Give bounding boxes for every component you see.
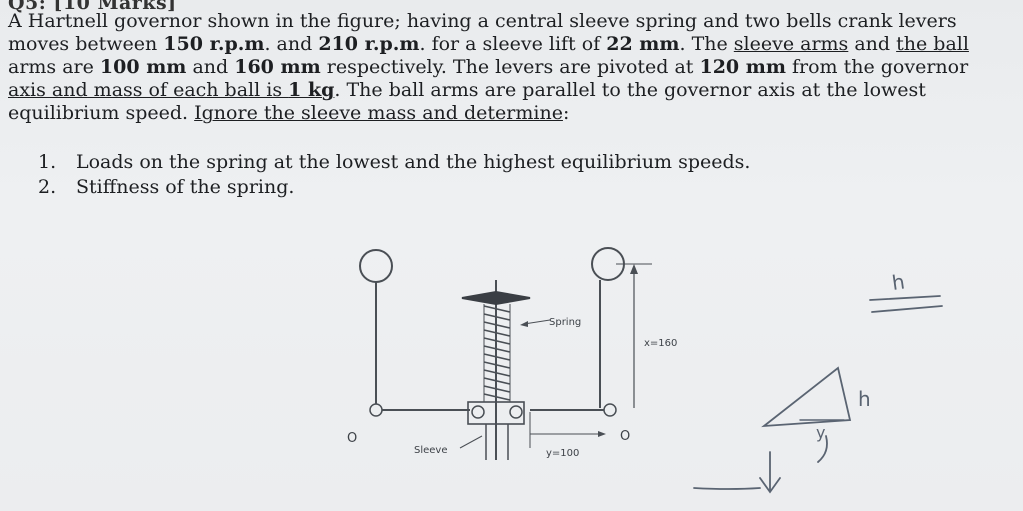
question-header: Q5: [10 Marks] — [8, 0, 177, 14]
text-run: . and — [264, 33, 319, 55]
text-run: 120 mm — [699, 56, 786, 78]
text-run: equilibrium speed. — [8, 102, 195, 124]
text-run: 150 r.p.m — [163, 33, 265, 55]
hand-h-side: h — [858, 387, 871, 411]
label-pivot-left: O — [347, 431, 357, 446]
text-run: . The ball arms are parallel to the gove… — [334, 79, 926, 101]
spring-coils — [483, 305, 511, 401]
problem-line: A Hartnell governor shown in the figure;… — [8, 10, 1008, 33]
spring-leader — [523, 319, 551, 325]
spring-leader-arrow — [520, 321, 528, 327]
hand-h-top: h — [890, 269, 906, 295]
hand-triangle — [761, 366, 852, 428]
text-run: 160 mm — [234, 56, 321, 78]
hand-underline — [693, 487, 761, 490]
text-run: and — [186, 56, 235, 78]
text-run: 1 kg — [288, 79, 335, 101]
hand-equals-top — [869, 295, 941, 301]
sleeve-left-joint — [471, 405, 485, 419]
task-list: 1. Loads on the spring at the lowest and … — [38, 150, 750, 200]
task-text: Stiffness of the spring. — [76, 176, 295, 198]
text-run: moves between — [8, 33, 164, 55]
text-run: 100 mm — [99, 56, 187, 78]
text-run: respectively. The levers are pivoted at — [320, 56, 700, 78]
task-item-2: 2. Stiffness of the spring. — [38, 175, 750, 200]
problem-line: arms are 100 mm and 160 mm respectively.… — [8, 56, 1008, 79]
label-pivot-right: O — [620, 429, 630, 444]
text-run: 22 mm — [606, 33, 680, 55]
problem-line: equilibrium speed. Ignore the sleeve mas… — [8, 102, 1008, 125]
hand-equals-bottom — [871, 305, 943, 313]
label-y-dimension: y=100 — [546, 448, 579, 459]
label-spring: Spring — [549, 317, 581, 328]
problem-statement: A Hartnell governor shown in the figure;… — [8, 10, 1008, 125]
text-run: sleeve arms — [733, 33, 849, 55]
task-text: Loads on the spring at the lowest and th… — [76, 151, 751, 173]
spring-top-plate — [461, 290, 531, 306]
text-run: arms are — [8, 56, 100, 78]
text-run: . for a sleeve lift of — [419, 33, 607, 55]
text-run: from the governor — [785, 56, 969, 78]
text-run: the ball — [896, 33, 969, 55]
right-pivot — [603, 403, 617, 417]
sleeve-body — [467, 401, 525, 425]
sleeve-right-joint — [509, 405, 523, 419]
text-run: : — [562, 102, 570, 124]
text-run: Ignore the sleeve mass and determine — [194, 102, 563, 124]
left-ball — [359, 249, 393, 283]
hand-arrow-head — [759, 477, 781, 494]
text-run: axis and mass of each ball is — [8, 79, 289, 101]
sleeve-leader — [459, 435, 483, 449]
task-item-1: 1. Loads on the spring at the lowest and … — [38, 150, 750, 175]
label-sleeve: Sleeve — [414, 445, 448, 456]
text-run: 210 r.p.m — [318, 33, 420, 55]
left-pivot — [369, 403, 383, 417]
text-run: A Hartnell governor shown in the figure;… — [8, 10, 957, 32]
text-run: . The — [679, 33, 734, 55]
problem-line: axis and mass of each ball is 1 kg. The … — [8, 79, 1008, 102]
text-run: and — [848, 33, 897, 55]
hand-curve — [817, 435, 828, 463]
hand-y: y — [816, 423, 825, 442]
task-number: 2. — [38, 176, 57, 198]
x-arrow-head — [630, 264, 638, 274]
task-number: 1. — [38, 151, 57, 173]
problem-line: moves between 150 r.p.m. and 210 r.p.m. … — [8, 33, 1008, 56]
y-arrow-head — [598, 431, 606, 437]
label-x-dimension: x=160 — [644, 338, 677, 349]
